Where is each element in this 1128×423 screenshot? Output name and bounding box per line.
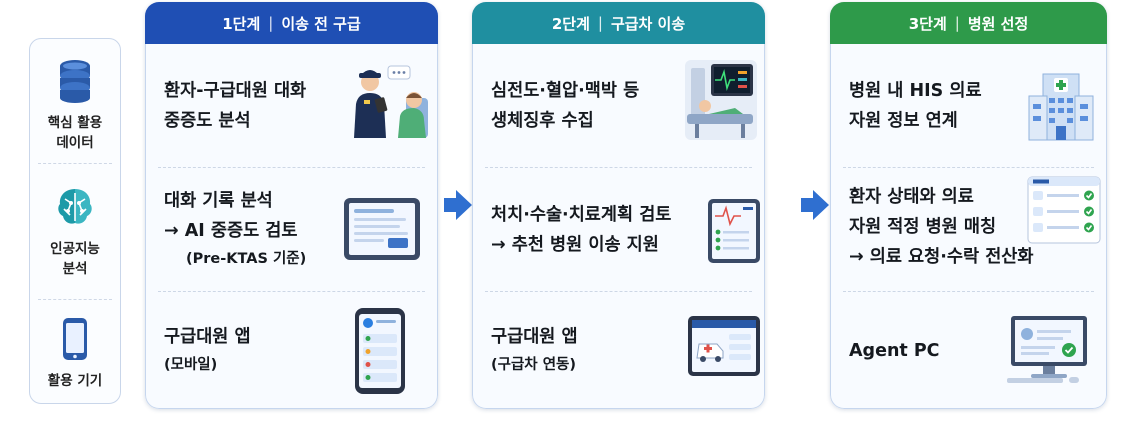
stage-1-body: 환자-구급대원 대화 중증도 분석	[145, 44, 438, 409]
checklist-icon	[1027, 176, 1101, 248]
legend-label-data-2: 데이터	[56, 135, 94, 151]
row-divider	[485, 167, 752, 168]
row-text-line: 환자-구급대원 대화	[164, 81, 307, 101]
row-text-line: 환자 상태와 의료	[849, 187, 974, 207]
row-text-line: → AI 중증도 검토	[164, 221, 298, 241]
desktop-pc-icon	[1003, 314, 1095, 388]
mobile-app-icon	[352, 306, 408, 400]
stage-3-body: 병원 내 HIS 의료 자원 정보 연계	[830, 44, 1107, 409]
stage-2-step: 2단계	[551, 14, 590, 33]
stage-1-row-3: 구급대원 앱 (모바일)	[146, 292, 437, 409]
header-separator: |	[597, 14, 603, 32]
legend-label-ai-2: 분석	[62, 261, 88, 277]
smartphone-icon	[61, 317, 89, 365]
header-separator: |	[268, 14, 274, 32]
row-text-small: (구급차 연동)	[491, 357, 577, 373]
row-text-line: → 의료 요청·수락 전산화	[849, 247, 1034, 267]
row-text-line: 자원 정보 연계	[849, 111, 958, 131]
stage-1-row-1: 환자-구급대원 대화 중증도 분석	[146, 44, 437, 168]
stage-3-header: 3단계 | 병원 선정	[830, 2, 1107, 44]
legend-label-data-1: 핵심 활용	[47, 115, 103, 131]
header-separator: |	[954, 14, 960, 32]
stage-3-row-2: 환자 상태와 의료 자원 적정 병원 매칭 → 의료 요청·수락 전산화	[831, 168, 1106, 292]
row-divider	[158, 167, 425, 168]
row-text-line: 구급대원 앱	[491, 327, 578, 347]
stage-3-step: 3단계	[908, 14, 947, 33]
flow-arrow-icon	[801, 190, 829, 224]
stage-2-row-3: 구급대원 앱 (구급차 연동)	[473, 292, 764, 409]
row-text-line: 중증도 분석	[164, 111, 251, 131]
row-text-line: 구급대원 앱	[164, 327, 251, 347]
row-text-line: 처치·수술·치료계획 검토	[491, 205, 672, 225]
row-divider	[485, 291, 752, 292]
stage-3-row-3: Agent PC	[831, 292, 1106, 409]
row-text-line: → 추천 병원 이송 지원	[491, 235, 659, 255]
stage-2-panel: 2단계 | 구급차 이송 심전도·혈압·맥박 등 생체징후 수집	[472, 2, 765, 409]
legend-item-device: 활용 기기	[30, 309, 120, 401]
row-text-small: (Pre-KTAS 기준)	[186, 251, 307, 267]
row-divider	[158, 291, 425, 292]
stage-2-title: 구급차 이송	[610, 14, 686, 33]
stage-2-row-1: 심전도·혈압·맥박 등 생체징후 수집	[473, 44, 764, 168]
row-divider	[843, 167, 1094, 168]
legend-label-ai-1: 인공지능	[50, 241, 100, 257]
stage-3-panel: 3단계 | 병원 선정 병원 내 HIS 의료 자원 정보 연계	[830, 2, 1107, 409]
tablet-record-icon	[342, 194, 422, 268]
stage-1-header: 1단계 | 이송 전 구급	[145, 2, 438, 44]
flow-arrow-icon	[444, 190, 472, 224]
legend-label-device: 활용 기기	[47, 373, 103, 389]
paramedic-patient-icon	[346, 60, 432, 144]
hospital-building-icon	[1027, 66, 1095, 146]
row-text-line: Agent PC	[849, 341, 940, 361]
ai-brain-icon	[55, 185, 95, 233]
database-icon	[58, 59, 92, 107]
stage-3-title: 병원 선정	[967, 14, 1029, 33]
ecg-tablet-icon	[707, 198, 761, 268]
stage-2-body: 심전도·혈압·맥박 등 생체징후 수집	[472, 44, 765, 409]
stage-2-header: 2단계 | 구급차 이송	[472, 2, 765, 44]
legend-divider	[38, 163, 112, 164]
row-text-line: 심전도·혈압·맥박 등	[491, 81, 640, 101]
row-text-line: 생체징후 수집	[491, 111, 594, 131]
row-text-line: 병원 내 HIS 의료	[849, 81, 982, 101]
ambulance-monitor-icon	[683, 58, 759, 146]
ambulance-tablet-icon	[687, 314, 761, 382]
row-text-line: 대화 기록 분석	[164, 191, 273, 211]
stage-3-row-1: 병원 내 HIS 의료 자원 정보 연계	[831, 44, 1106, 168]
row-text-small: (모바일)	[164, 357, 218, 373]
legend-item-ai: 인공지능 분석	[30, 173, 120, 293]
stage-2-row-2: 처치·수술·치료계획 검토 → 추천 병원 이송 지원	[473, 168, 764, 292]
stage-1-title: 이송 전 구급	[281, 14, 361, 33]
row-divider	[843, 291, 1094, 292]
stage-1-step: 1단계	[222, 14, 261, 33]
stage-1-panel: 1단계 | 이송 전 구급 환자-구급대원 대화 중증도 분석	[145, 2, 438, 409]
row-text-line: 자원 적정 병원 매칭	[849, 217, 997, 237]
legend-divider	[38, 299, 112, 300]
legend-column: 핵심 활용 데이터 인공지능 분석	[29, 38, 121, 404]
stage-1-row-2: 대화 기록 분석 → AI 중증도 검토 (Pre-KTAS 기준)	[146, 168, 437, 292]
legend-item-data: 핵심 활용 데이터	[30, 53, 120, 163]
